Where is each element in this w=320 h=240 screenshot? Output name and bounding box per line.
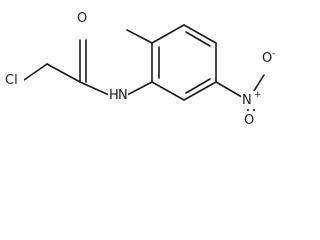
ring-double-bond-inner-2	[185, 31, 211, 47]
mask-chlorine-label	[4, 71, 24, 89]
nitro-nitrogen-charge: +	[254, 90, 262, 100]
nitro-nitrogen-label: N	[242, 93, 252, 108]
amide-hydrogen-label: H	[109, 88, 119, 103]
upper-nitro-oxygen-charge: -	[272, 49, 275, 59]
mask-amide-nitrogen-label	[108, 86, 128, 104]
bond-nitro-nitrogen-upper-oxygen	[251, 74, 265, 95]
ring-bond-5	[183, 81, 217, 101]
carbonyl-oxygen-label: O	[77, 11, 87, 26]
lower-nitro-oxygen-label: O	[244, 113, 254, 128]
ring-bond-2	[151, 24, 185, 44]
bond-ch2-carbonyl	[46, 63, 81, 83]
ring-double-bond-inner-3	[185, 78, 211, 94]
chlorine-label: Cl	[5, 73, 18, 88]
molecule-canvas: Cl O H N N + O - O	[4, 9, 277, 129]
ring-bond-3	[183, 24, 217, 44]
mask-nitro-nitrogen-label	[241, 91, 257, 109]
bond-cl-ch2	[23, 63, 48, 81]
mask-upper-oxygen-label	[261, 49, 277, 67]
amide-nitrogen-label: N	[118, 88, 128, 103]
mask-lower-oxygen-label	[243, 111, 259, 129]
bond-nitrogen-ring	[126, 81, 153, 96]
mask-carbonyl-oxygen-label	[76, 9, 90, 27]
upper-nitro-oxygen-label: O	[262, 51, 272, 66]
chemical-structure: Cl O H N N + O - O	[4, 9, 277, 129]
bond-methyl	[126, 29, 153, 44]
ring-bond-6	[151, 81, 185, 101]
bond-carbonyl-nitrogen	[79, 81, 110, 96]
